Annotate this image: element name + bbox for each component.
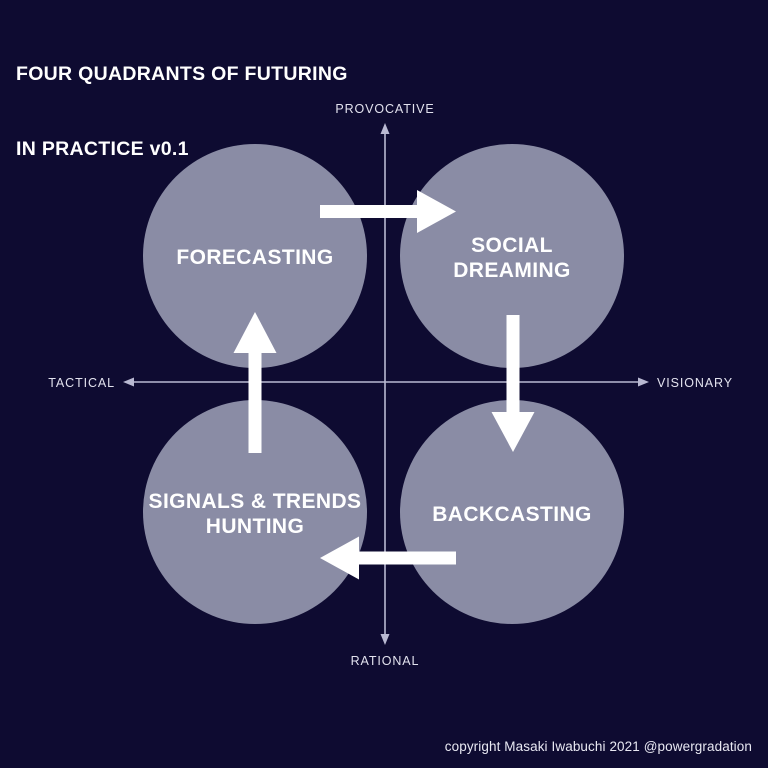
axis-label-top: PROVOCATIVE	[335, 102, 434, 116]
quadrant-label-signals-and-trends-hunting-line-1: SIGNALS & TRENDS	[149, 490, 362, 513]
quadrant-label-signals-and-trends-hunting-line-2: HUNTING	[206, 515, 304, 538]
axis-arrowhead-right-icon	[638, 377, 649, 387]
axis-label-bottom: RATIONAL	[351, 654, 420, 668]
flow-arrow-backcasting-to-signals-hunting	[320, 536, 456, 580]
axis-arrowhead-down-icon	[380, 634, 390, 645]
axis-label-right: VISIONARY	[657, 376, 733, 390]
flow-arrow-signals-hunting-to-forecasting	[233, 312, 277, 453]
page-title: FOUR QUADRANTS OF FUTURING IN PRACTICE v…	[16, 12, 348, 212]
quadrant-label-social-dreaming-line-2: DREAMING	[453, 259, 571, 282]
quadrant-circle-forecasting[interactable]	[143, 144, 367, 368]
axis-arrowhead-up-icon	[380, 123, 390, 134]
flow-arrow-social-dreaming-to-backcasting	[491, 315, 535, 452]
axis-arrowhead-left-icon	[123, 377, 134, 387]
page-title-line-2: IN PRACTICE v0.1	[16, 137, 189, 160]
quadrant-circle-social-dreaming[interactable]	[400, 144, 624, 368]
quadrant-circle-signals-and-trends-hunting[interactable]	[143, 400, 367, 624]
copyright-credit: copyright Masaki Iwabuchi 2021 @powergra…	[444, 739, 752, 754]
flow-arrow-forecasting-to-social-dreaming	[320, 190, 456, 233]
quadrant-label-social-dreaming-line-1: SOCIAL	[471, 234, 553, 257]
quadrant-circle-backcasting[interactable]	[400, 400, 624, 624]
quadrant-label-forecasting: FORECASTING	[176, 246, 333, 269]
page-title-line-1: FOUR QUADRANTS OF FUTURING	[16, 62, 348, 85]
quadrant-label-backcasting: BACKCASTING	[432, 503, 592, 526]
axis-label-left: TACTICAL	[48, 376, 115, 390]
